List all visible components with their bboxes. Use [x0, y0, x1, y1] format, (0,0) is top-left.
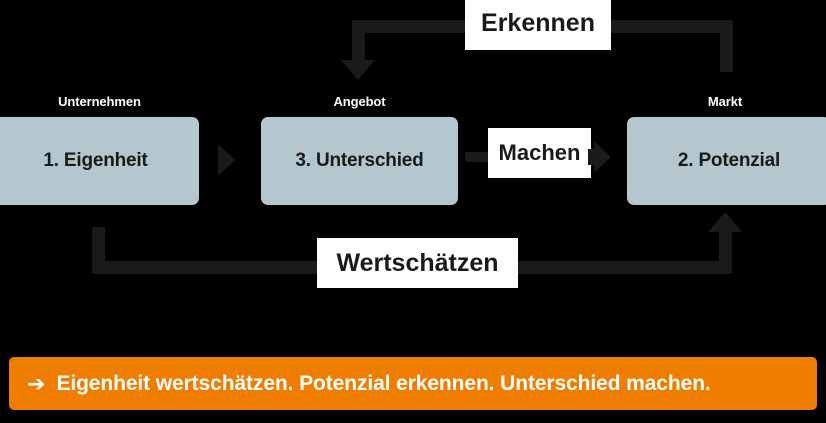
stage-label-unterschied: 3. Unterschied	[295, 150, 424, 171]
connector-label-wertschaetzen: Wertschätzen	[317, 238, 518, 288]
stage-box-potenzial: 2. Potenzial	[627, 117, 826, 205]
flow-arrow-eigenheit-to-unterschied-icon	[218, 144, 235, 176]
machen-arrowhead-icon	[594, 141, 611, 173]
connector-label-erkennen: Erkennen	[465, 0, 611, 50]
erkennen-path-right-riser	[720, 20, 733, 72]
banner-arrow-icon: ➔	[27, 370, 46, 396]
connector-label-machen: Machen	[488, 128, 591, 178]
stage-caption-unternehmen: Unternehmen	[58, 94, 141, 109]
erkennen-arrowhead-icon	[341, 60, 375, 80]
stage-caption-markt: Markt	[707, 94, 743, 109]
wertschaetzen-path-left-drop	[92, 227, 105, 267]
erkennen-path-left-drop	[352, 20, 365, 72]
machen-path-stub	[465, 152, 489, 162]
banner-text: Eigenheit wertschätzen. Potenzial erkenn…	[56, 371, 711, 395]
wertschaetzen-arrowhead-icon	[708, 212, 742, 232]
stage-box-unterschied: 3. Unterschied	[261, 117, 458, 205]
stage-label-potenzial: 2. Potenzial	[677, 150, 781, 171]
summary-banner: ➔ Eigenheit wertschätzen. Potenzial erke…	[9, 357, 817, 410]
wertschaetzen-path-right-riser	[719, 228, 732, 268]
stage-label-eigenheit: 1. Eigenheit	[43, 150, 148, 171]
stage-box-eigenheit: 1. Eigenheit	[0, 117, 199, 205]
stage-caption-angebot: Angebot	[333, 94, 386, 109]
